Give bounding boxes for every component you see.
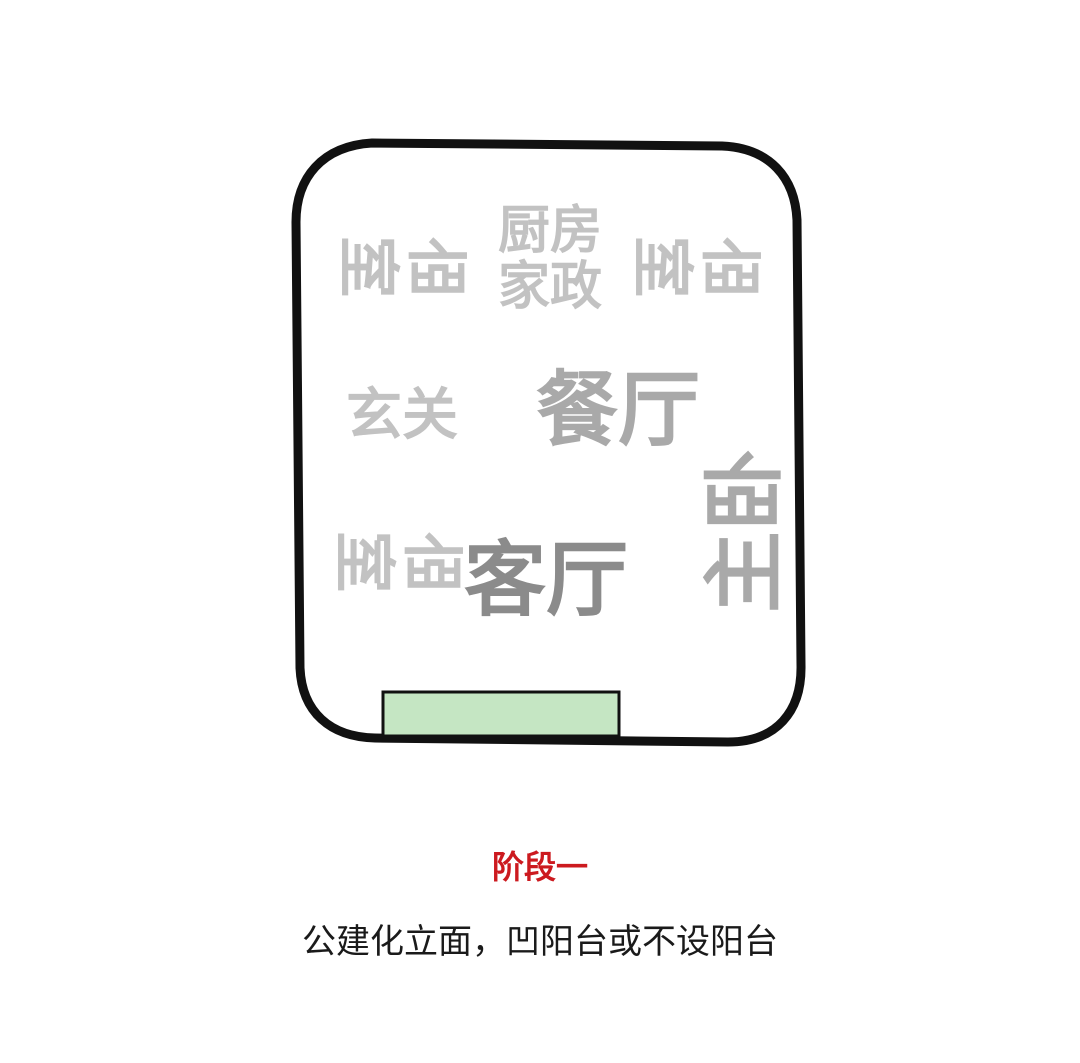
balcony-block: [381, 690, 621, 738]
room-label-bedroom-bottom-left: 卧室: [329, 531, 465, 604]
stage-title: 阶段一: [491, 848, 588, 886]
room-label-master-bedroom: 主卧: [698, 448, 794, 614]
room-label-bedroom-top-right: 卧室: [627, 236, 763, 309]
room-label-living: 客厅: [464, 533, 629, 628]
room-label-bedroom-top-left: 卧室: [333, 236, 469, 309]
apartment-boundary: [291, 138, 806, 747]
room-label-dining: 餐厅: [536, 363, 701, 458]
stage-description: 公建化立面，凹阳台或不设阳台: [302, 922, 778, 962]
room-label-kitchen: 厨房家政: [497, 201, 602, 318]
room-label-entrance: 玄关: [346, 383, 458, 448]
